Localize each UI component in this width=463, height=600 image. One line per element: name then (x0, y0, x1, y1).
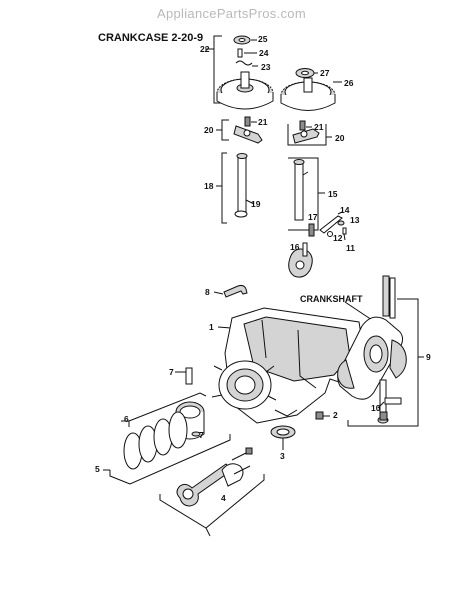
callout-10: 10 (371, 403, 381, 413)
callout-15: 15 (328, 189, 338, 199)
callout-20-right: 20 (335, 133, 345, 143)
gear-22 (216, 71, 274, 110)
rocker-arm-right (292, 120, 320, 144)
callout-7-top: 7 (169, 367, 174, 377)
callout-1: 1 (209, 322, 214, 332)
pin-24 (237, 48, 257, 58)
callout-23: 23 (261, 62, 271, 72)
tube-8 (213, 284, 248, 298)
bracket-20-right (287, 124, 332, 146)
gear-26 (280, 77, 342, 111)
callout-22: 22 (200, 44, 210, 54)
callout-27: 27 (320, 68, 330, 78)
rocker-arm-left (233, 116, 263, 144)
governor-16 (288, 242, 313, 278)
washer-25 (233, 35, 257, 45)
callout-19: 19 (251, 199, 261, 209)
bracket-20-left (216, 119, 229, 141)
bracket-22 (205, 35, 222, 104)
callout-24: 24 (259, 48, 269, 58)
callout-7-bottom: 7 (199, 430, 204, 440)
callout-2: 2 (333, 410, 338, 420)
callout-18: 18 (204, 181, 214, 191)
push-rod-15 (293, 159, 309, 221)
callout-11: 11 (346, 243, 355, 253)
clip-23 (235, 60, 258, 67)
callout-17: 17 (308, 212, 318, 222)
callout-4: 4 (221, 493, 226, 503)
seal-3 (270, 425, 296, 450)
callout-5: 5 (95, 464, 100, 474)
callout-6: 6 (124, 414, 129, 424)
crankshaft-9 (337, 275, 424, 427)
pin-7-top (175, 367, 193, 385)
bracket-18 (216, 152, 227, 224)
callout-25: 25 (258, 34, 268, 44)
pin-17 (308, 223, 315, 237)
crankcase-1 (211, 307, 366, 424)
callout-21-right: 21 (314, 122, 324, 132)
lever-14 (319, 211, 343, 234)
callout-26: 26 (344, 78, 354, 88)
plug-2 (315, 411, 330, 420)
push-rod-18 (234, 153, 255, 218)
callout-16: 16 (290, 242, 300, 252)
crankshaft-label: CRANKSHAFT (300, 294, 363, 304)
pin-11 (342, 227, 347, 241)
callout-14: 14 (340, 205, 350, 215)
bracket-6 (121, 392, 207, 427)
callout-21-left: 21 (258, 117, 268, 127)
callout-9: 9 (426, 352, 431, 362)
callout-3: 3 (280, 451, 285, 461)
bracket-15 (288, 157, 325, 231)
washer-27 (295, 68, 318, 78)
watermark-text: AppliancePartsPros.com (157, 6, 306, 21)
diagram-title: CRANKCASE 2-20-9 (98, 32, 204, 44)
callout-8: 8 (205, 287, 210, 297)
clip-13 (337, 220, 345, 226)
callout-20-left: 20 (204, 125, 214, 135)
callout-13: 13 (350, 215, 360, 225)
callout-12: 12 (333, 233, 343, 243)
connecting-rod-4 (159, 447, 265, 537)
washer-12 (327, 231, 333, 237)
key-10 (377, 397, 402, 421)
piston-rings-5 (103, 411, 231, 485)
